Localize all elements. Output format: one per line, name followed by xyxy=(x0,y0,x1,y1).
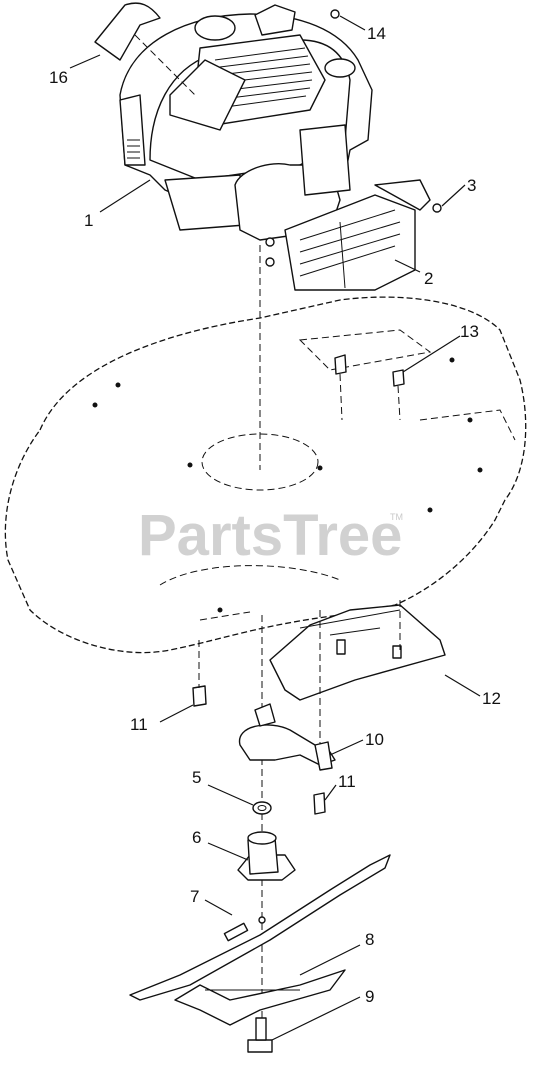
callout-14: 14 xyxy=(367,24,386,43)
nut xyxy=(330,9,340,19)
blade-adapter xyxy=(237,831,296,881)
muffler-guard xyxy=(284,179,431,291)
mower-blade xyxy=(129,854,391,1001)
callout-2: 2 xyxy=(424,269,433,288)
blade-bolt xyxy=(247,1017,273,1053)
callout-1: 1 xyxy=(84,211,93,230)
callout-8: 8 xyxy=(365,930,374,949)
callout-12: 12 xyxy=(482,689,501,708)
bolt-left xyxy=(192,685,207,707)
watermark-trademark: TM xyxy=(390,512,403,522)
callout-11-left: 11 xyxy=(130,715,148,734)
engine xyxy=(119,4,373,241)
blade-bracket xyxy=(239,703,336,771)
callout-11-right: 11 xyxy=(338,772,356,791)
callout-16: 16 xyxy=(49,68,68,87)
warning-label xyxy=(94,2,161,61)
mower-deck xyxy=(4,296,527,654)
callout-13: 13 xyxy=(460,322,479,341)
callout-6: 6 xyxy=(192,828,201,847)
engine-grille xyxy=(209,47,313,109)
callout-9: 9 xyxy=(365,987,374,1006)
callouts: 16 14 1 3 2 13 12 11 10 5 11 6 7 8 9 xyxy=(49,24,501,1006)
callout-7: 7 xyxy=(190,887,199,906)
deck-bolts xyxy=(334,354,405,421)
bolt-right xyxy=(313,792,326,815)
baffle xyxy=(269,600,446,760)
leader-lines xyxy=(69,15,481,1041)
callout-3: 3 xyxy=(467,176,476,195)
guard-screws xyxy=(265,203,442,267)
blade-stiffener xyxy=(174,969,346,1026)
watermark: PartsTree xyxy=(138,503,402,568)
washer xyxy=(252,801,272,815)
callout-10: 10 xyxy=(365,730,384,749)
fuel-cap xyxy=(194,15,236,41)
handle xyxy=(254,4,296,36)
callout-5: 5 xyxy=(192,768,201,787)
engine-decal xyxy=(169,59,246,131)
